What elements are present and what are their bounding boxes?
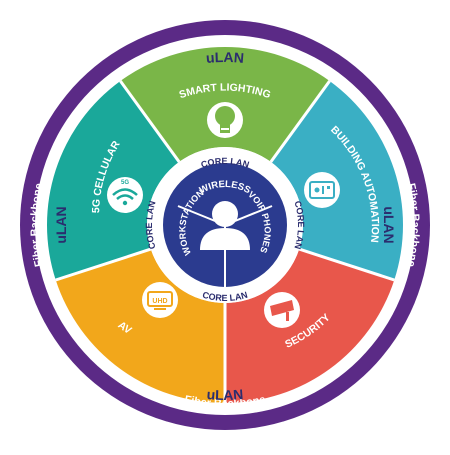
ulan-label-right: uLAN bbox=[381, 206, 397, 243]
core-lan-label-top: CORE LAN bbox=[200, 156, 251, 170]
ulan-label-left: uLAN bbox=[53, 206, 69, 243]
segment-av bbox=[55, 249, 225, 403]
fiber-backbone-label-right: Fiber Backbone bbox=[405, 182, 421, 268]
fiber-backbone-label-left: Fiber Backbone bbox=[29, 182, 45, 268]
fiber-backbone-label-bottom: Fiber Backbone bbox=[183, 394, 266, 410]
5g-icon-text: 5G bbox=[121, 180, 129, 186]
core-lan-label-left: CORE LAN bbox=[144, 200, 158, 251]
light-bulb-icon bbox=[207, 102, 243, 138]
core-lan-label-bottom: CORE LAN bbox=[201, 290, 248, 303]
segment-divider bbox=[55, 247, 152, 282]
thermostat-panel-icon bbox=[304, 172, 340, 208]
fiber-backbone-label-top: Fiber Backbone bbox=[182, 36, 268, 53]
user-silhouette-icon bbox=[200, 201, 250, 250]
segment-divider bbox=[298, 247, 395, 282]
ulan-label-top: uLAN bbox=[205, 49, 244, 66]
segment-security bbox=[225, 249, 395, 403]
uhd-icon-text: UHD bbox=[152, 298, 167, 305]
segment-5g-cellular bbox=[47, 80, 180, 281]
segment-dividers bbox=[55, 80, 395, 403]
uhd-display-icon: UHD bbox=[142, 282, 178, 318]
segment-divider bbox=[119, 80, 181, 163]
segment-divider bbox=[269, 80, 331, 163]
core-lan-label-right: CORE LAN bbox=[292, 200, 306, 251]
security-camera-icon bbox=[264, 292, 300, 328]
ulan-label-bottom: uLAN bbox=[206, 386, 244, 403]
wifi-signal-icon: 5G bbox=[107, 177, 143, 213]
